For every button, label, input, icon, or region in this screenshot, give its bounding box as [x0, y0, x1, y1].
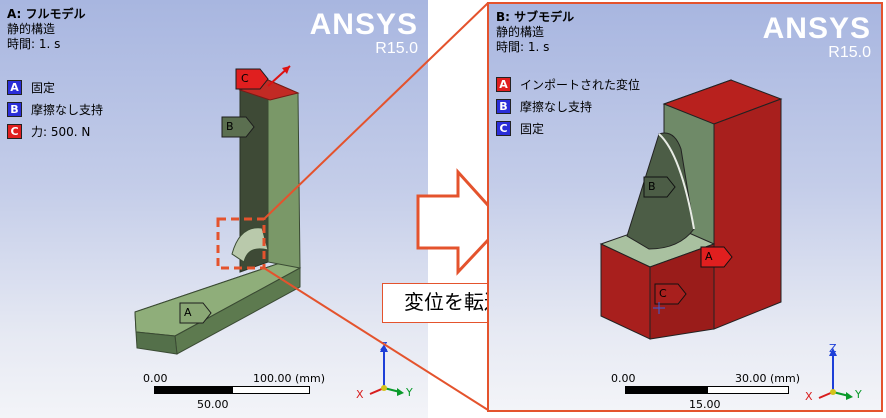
scale-mid-label: 50.00	[197, 398, 229, 411]
legend-item-fixed[interactable]: A 固定	[7, 76, 103, 98]
full-model-title: A: フルモデル	[7, 7, 86, 21]
legend-key-a: A	[496, 76, 511, 92]
legend-item-fixed[interactable]: C 固定	[496, 117, 640, 139]
sub-model-time: 時間: 1. s	[496, 40, 550, 54]
full-model-geometry[interactable]	[0, 0, 428, 418]
tag-a[interactable]: A	[184, 306, 192, 319]
brand-version: R15.0	[375, 40, 418, 57]
legend-key-b: B	[496, 98, 511, 114]
legend-item-frictionless-support[interactable]: B 摩擦なし支持	[7, 98, 103, 120]
axis-y-label: Y	[406, 386, 413, 399]
axis-x-label: X	[356, 388, 364, 401]
sub-model-title: B: サブモデル	[496, 10, 575, 24]
full-model-analysis: 静的構造	[7, 22, 56, 36]
legend-item-frictionless-support[interactable]: B 摩擦なし支持	[496, 95, 640, 117]
brand-name: ANSYS	[309, 8, 418, 41]
tag-c[interactable]: C	[241, 72, 249, 85]
legend-label: 力: 500. N	[31, 124, 91, 139]
scale-bar	[154, 386, 310, 394]
axis-triad	[818, 348, 853, 400]
legend-key-b: B	[7, 101, 22, 117]
legend-key-a: A	[7, 79, 22, 95]
scale-bar	[625, 386, 789, 394]
scale-mid-label: 15.00	[689, 398, 721, 411]
submodel-region-box	[216, 217, 266, 270]
tag-a[interactable]: A	[705, 250, 713, 263]
full-model-viewport[interactable]: A: フルモデル 静的構造 時間: 1. s A 固定 B 摩擦なし支持 C 力…	[0, 0, 428, 418]
tag-b-shape	[643, 176, 676, 198]
tag-c[interactable]: C	[659, 287, 667, 300]
full-model-scale-bar: 0.00 100.00 (mm) 50.00	[140, 372, 330, 412]
ansys-logo: ANSYS R15.0	[763, 14, 871, 62]
legend-label: 摩擦なし支持	[31, 102, 104, 117]
legend-label: 固定	[520, 121, 545, 136]
tag-b[interactable]: B	[648, 180, 656, 193]
scale-right-label: 30.00 (mm)	[735, 372, 801, 385]
scale-right-label: 100.00 (mm)	[253, 372, 325, 385]
full-model-legend: A 固定 B 摩擦なし支持 C 力: 500. N	[7, 76, 103, 142]
brand-version: R15.0	[828, 44, 871, 61]
legend-key-c: C	[496, 120, 511, 136]
legend-item-force[interactable]: C 力: 500. N	[7, 120, 103, 142]
tag-b[interactable]: B	[226, 120, 234, 133]
axis-z-label: Z	[829, 342, 837, 355]
sub-model-geometry[interactable]	[489, 4, 881, 410]
scale-left-label: 0.00	[143, 372, 168, 385]
sub-model-analysis: 静的構造	[496, 25, 545, 39]
legend-label: インポートされた変位	[520, 77, 641, 92]
sub-model-viewport[interactable]: B: サブモデル 静的構造 時間: 1. s A インポートされた変位 B 摩擦…	[487, 2, 883, 412]
sub-model-info: B: サブモデル 静的構造 時間: 1. s	[496, 10, 574, 55]
tag-a-shape	[700, 246, 733, 268]
legend-key-c: C	[7, 123, 22, 139]
tag-c-shape	[654, 283, 687, 305]
block-right-face	[713, 98, 782, 330]
axis-x-label: X	[805, 390, 813, 403]
full-model-info: A: フルモデル 静的構造 時間: 1. s	[7, 7, 86, 52]
scale-left-label: 0.00	[611, 372, 636, 385]
brand-name: ANSYS	[762, 12, 871, 45]
fillet-edge	[658, 133, 695, 230]
legend-label: 固定	[31, 80, 56, 95]
axis-y-label: Y	[855, 388, 862, 401]
full-model-time: 時間: 1. s	[7, 37, 61, 51]
legend-item-imported-displacement[interactable]: A インポートされた変位	[496, 73, 640, 95]
wall-side-face	[267, 79, 301, 269]
sub-model-legend: A インポートされた変位 B 摩擦なし支持 C 固定	[496, 73, 640, 139]
sub-model-scale-bar: 0.00 30.00 (mm) 15.00	[607, 372, 807, 411]
base-plate-end-face	[135, 331, 178, 355]
axis-z-label: Z	[380, 340, 388, 353]
ansys-logo: ANSYS R15.0	[310, 10, 418, 58]
fillet-region	[231, 227, 269, 263]
legend-label: 摩擦なし支持	[520, 99, 593, 114]
